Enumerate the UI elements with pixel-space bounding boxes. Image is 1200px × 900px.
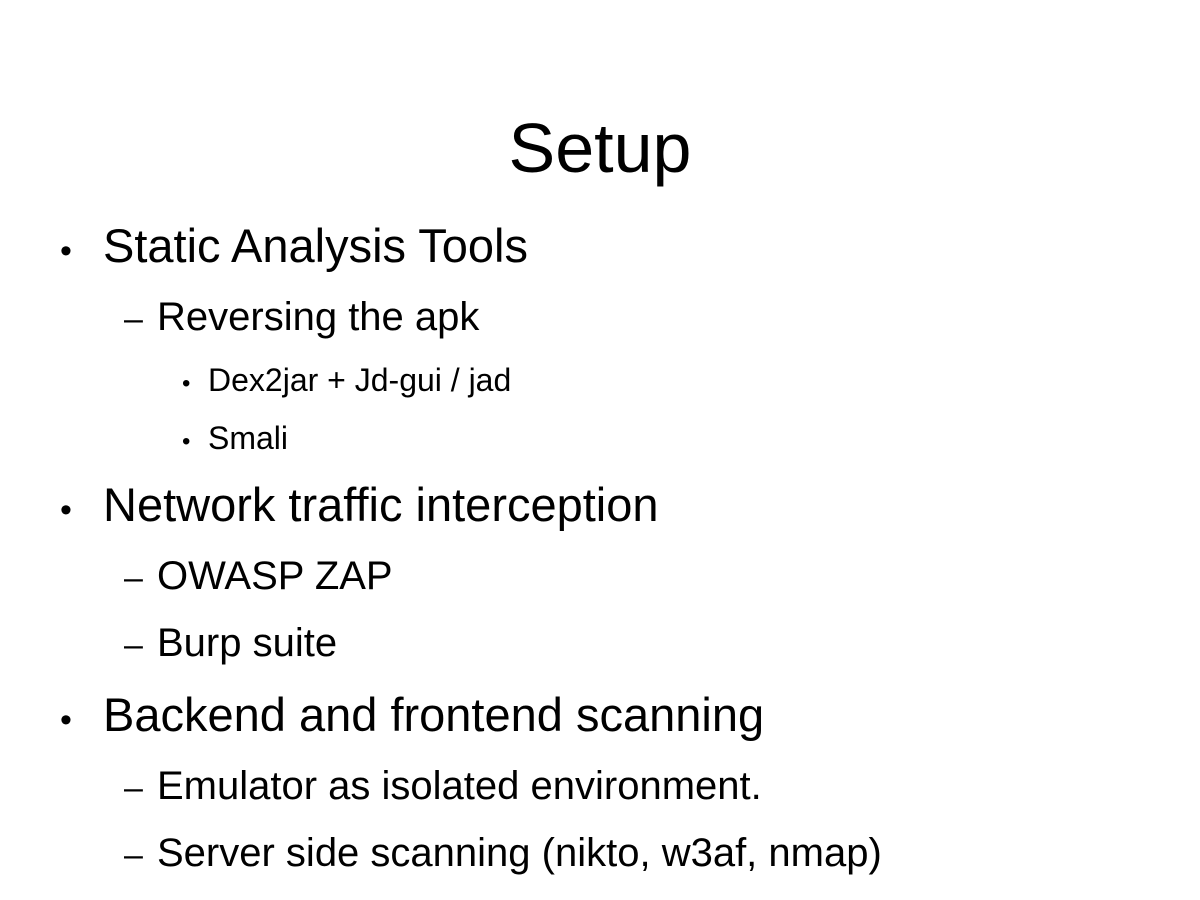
outline-item-level-3: • Dex2jar + Jd-gui / jad	[0, 351, 1200, 409]
slide-title: Setup	[508, 108, 692, 187]
outline-item-level-1: • Network traffic interception	[0, 467, 1200, 543]
outline-item-label: Reversing the apk	[157, 295, 480, 339]
outline-item-label: Network traffic interception	[103, 478, 659, 531]
outline-item-level-1: • Backend and frontend scanning	[0, 677, 1200, 753]
outline-item-level-2: – Server side scanning (nikto, w3af, nma…	[0, 820, 1200, 887]
outline-item-label: Smali	[208, 420, 289, 456]
bullet-dash-icon: –	[124, 769, 143, 807]
outline-item-label: Static Analysis Tools	[103, 219, 528, 272]
outline-item-level-2: – Emulator as isolated environment.	[0, 753, 1200, 820]
bullet-dash-icon: –	[124, 559, 143, 597]
outline-item-level-2: – Burp suite	[0, 610, 1200, 677]
outline-item-label: Server side scanning (nikto, w3af, nmap)	[157, 831, 882, 875]
outline-item-level-1: • Static Analysis Tools	[0, 208, 1200, 284]
outline-item-level-3: • Smali	[0, 409, 1200, 467]
outline-item-label: Dex2jar + Jd-gui / jad	[208, 362, 512, 398]
outline-item-label: Emulator as isolated environment.	[157, 764, 762, 808]
bullet-dash-icon: –	[124, 836, 143, 874]
bullet-dash-icon: –	[124, 626, 143, 664]
outline-item-label: Backend and frontend scanning	[103, 688, 765, 741]
bullet-dot-icon: •	[60, 701, 72, 739]
bullet-dot-icon: •	[60, 491, 72, 529]
bullet-dot-icon: •	[182, 428, 191, 455]
outline-item-label: Burp suite	[157, 621, 338, 665]
outline-item-level-2: – Reversing the apk	[0, 284, 1200, 351]
slide-body-outline: • Static Analysis Tools – Reversing the …	[0, 208, 1200, 887]
bullet-dot-icon: •	[182, 370, 191, 397]
bullet-dash-icon: –	[124, 300, 143, 338]
bullet-dot-icon: •	[60, 232, 72, 270]
outline-item-level-2: – OWASP ZAP	[0, 543, 1200, 610]
outline-item-label: OWASP ZAP	[157, 554, 393, 598]
